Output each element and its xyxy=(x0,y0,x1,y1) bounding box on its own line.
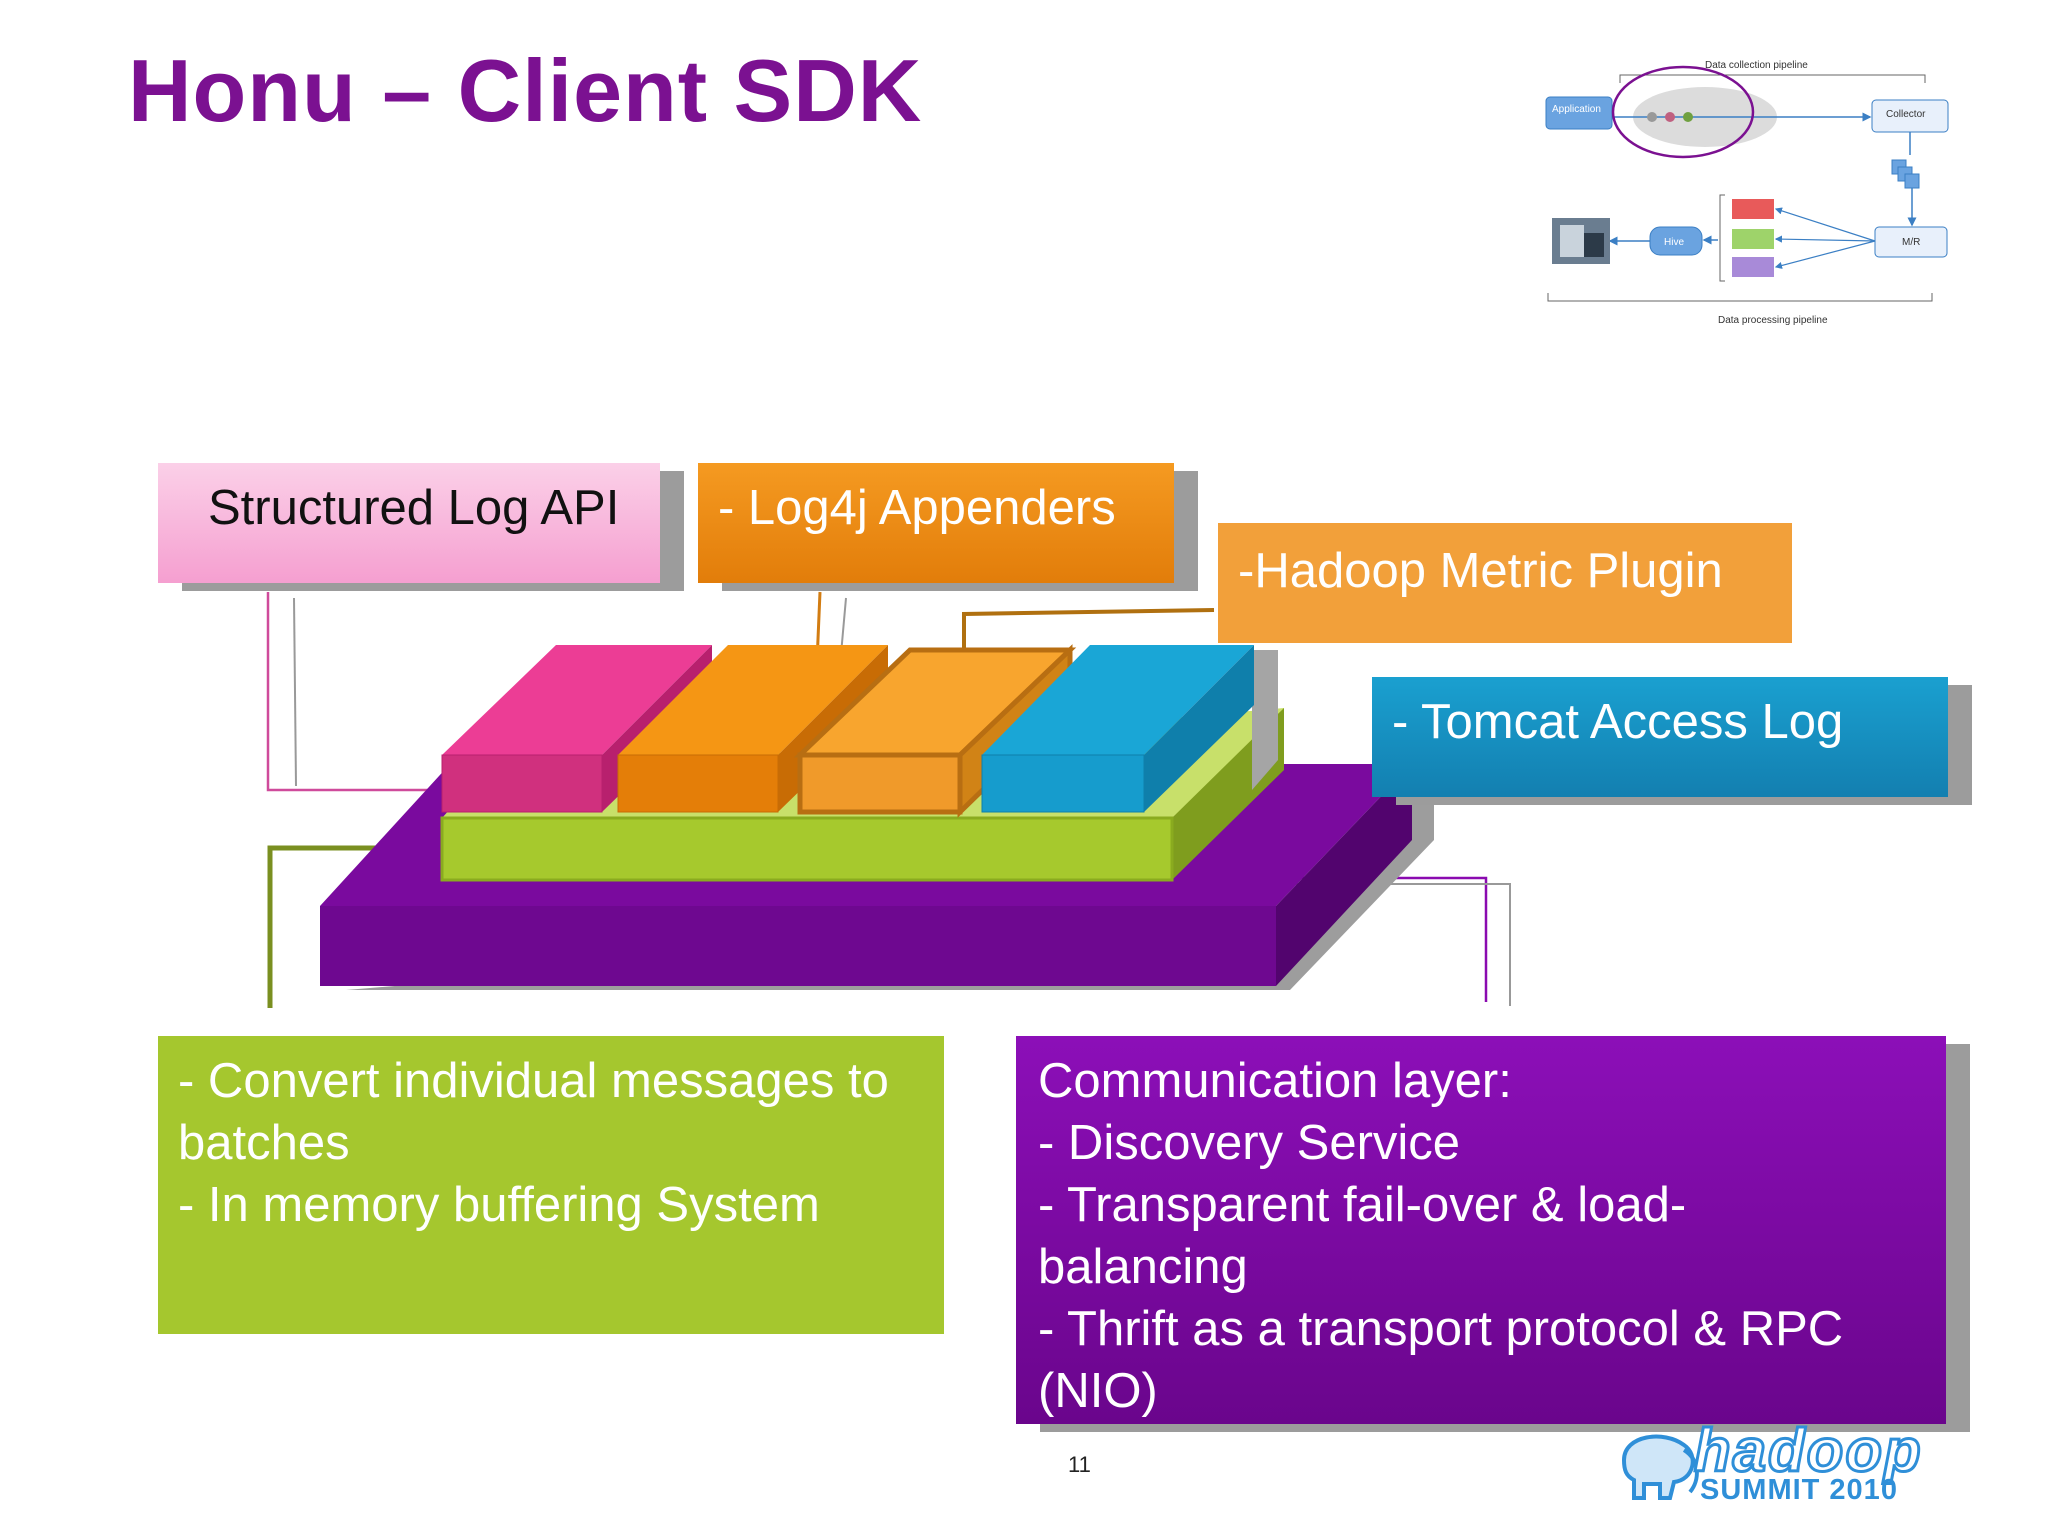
comm-layer-side xyxy=(1276,764,1412,986)
batching-description-box: - Convert individual messages to batches… xyxy=(158,1036,944,1334)
blue-block-front xyxy=(981,754,1145,813)
pink-block-top xyxy=(442,645,712,755)
blue-block-top xyxy=(982,645,1254,755)
comm-layer-front xyxy=(320,906,1276,986)
hadoop-wordmark: hadoop xyxy=(1693,1416,1923,1486)
mini-collector-label: Collector xyxy=(1886,109,1926,120)
communication-layer-box: Communication layer: - Discovery Service… xyxy=(1016,1036,1946,1424)
page-number: 11 xyxy=(1068,1452,1091,1477)
batching-line: - In memory buffering System xyxy=(178,1178,820,1232)
communication-line: - Discovery Service xyxy=(1038,1116,1461,1170)
batch-layer-front xyxy=(440,816,1174,882)
communication-line: Communication layer: xyxy=(1038,1054,1512,1108)
mini-highlight-ellipse xyxy=(1611,65,1755,159)
mini-pipeline-diagram: Data collection pipeline Application Col… xyxy=(1545,60,1949,326)
tomcat-access-log-box: - Tomcat Access Log xyxy=(1372,677,1948,797)
tomcat-access-log-label: - Tomcat Access Log xyxy=(1392,695,1844,749)
batching-line: batches xyxy=(178,1116,350,1170)
communication-line: - Thrift as a transport protocol & RPC xyxy=(1038,1302,1844,1356)
structured-log-api-box: Structured Log API xyxy=(158,463,660,583)
structured-log-api-label: Structured Log API xyxy=(208,481,620,535)
hadoop-metric-plugin-label: -Hadoop Metric Plugin xyxy=(1238,544,1723,598)
pink-block-front xyxy=(441,754,603,813)
summit-year-label: SUMMIT 2010 xyxy=(1700,1474,1898,1506)
mini-top-caption: Data collection pipeline xyxy=(1705,60,1808,71)
slide-title: Honu – Client SDK xyxy=(128,41,923,140)
mini-mr-box xyxy=(1874,226,1948,258)
communication-line: (NIO) xyxy=(1038,1364,1158,1418)
mini-mr-label: M/R xyxy=(1902,237,1920,248)
light-orange-block-front xyxy=(797,752,963,815)
mini-hive-label: Hive xyxy=(1664,237,1684,248)
orange-block-top xyxy=(618,645,888,755)
batching-line: - Convert individual messages to xyxy=(178,1054,889,1108)
elephant-icon xyxy=(1621,1434,1699,1500)
communication-line: - Transparent fail-over & load- xyxy=(1038,1178,1687,1232)
log4j-appenders-box: - Log4j Appenders xyxy=(698,463,1174,583)
mini-bottom-caption: Data processing pipeline xyxy=(1718,315,1828,326)
communication-line: balancing xyxy=(1038,1240,1248,1294)
log4j-appenders-label: - Log4j Appenders xyxy=(718,481,1116,535)
orange-block-front xyxy=(617,754,779,813)
mini-application-label: Application xyxy=(1552,104,1601,115)
hadoop-metric-plugin-box: -Hadoop Metric Plugin xyxy=(1218,523,1792,643)
hadoop-summit-logo: hadoop SUMMIT 2010 xyxy=(1604,1416,1954,1516)
